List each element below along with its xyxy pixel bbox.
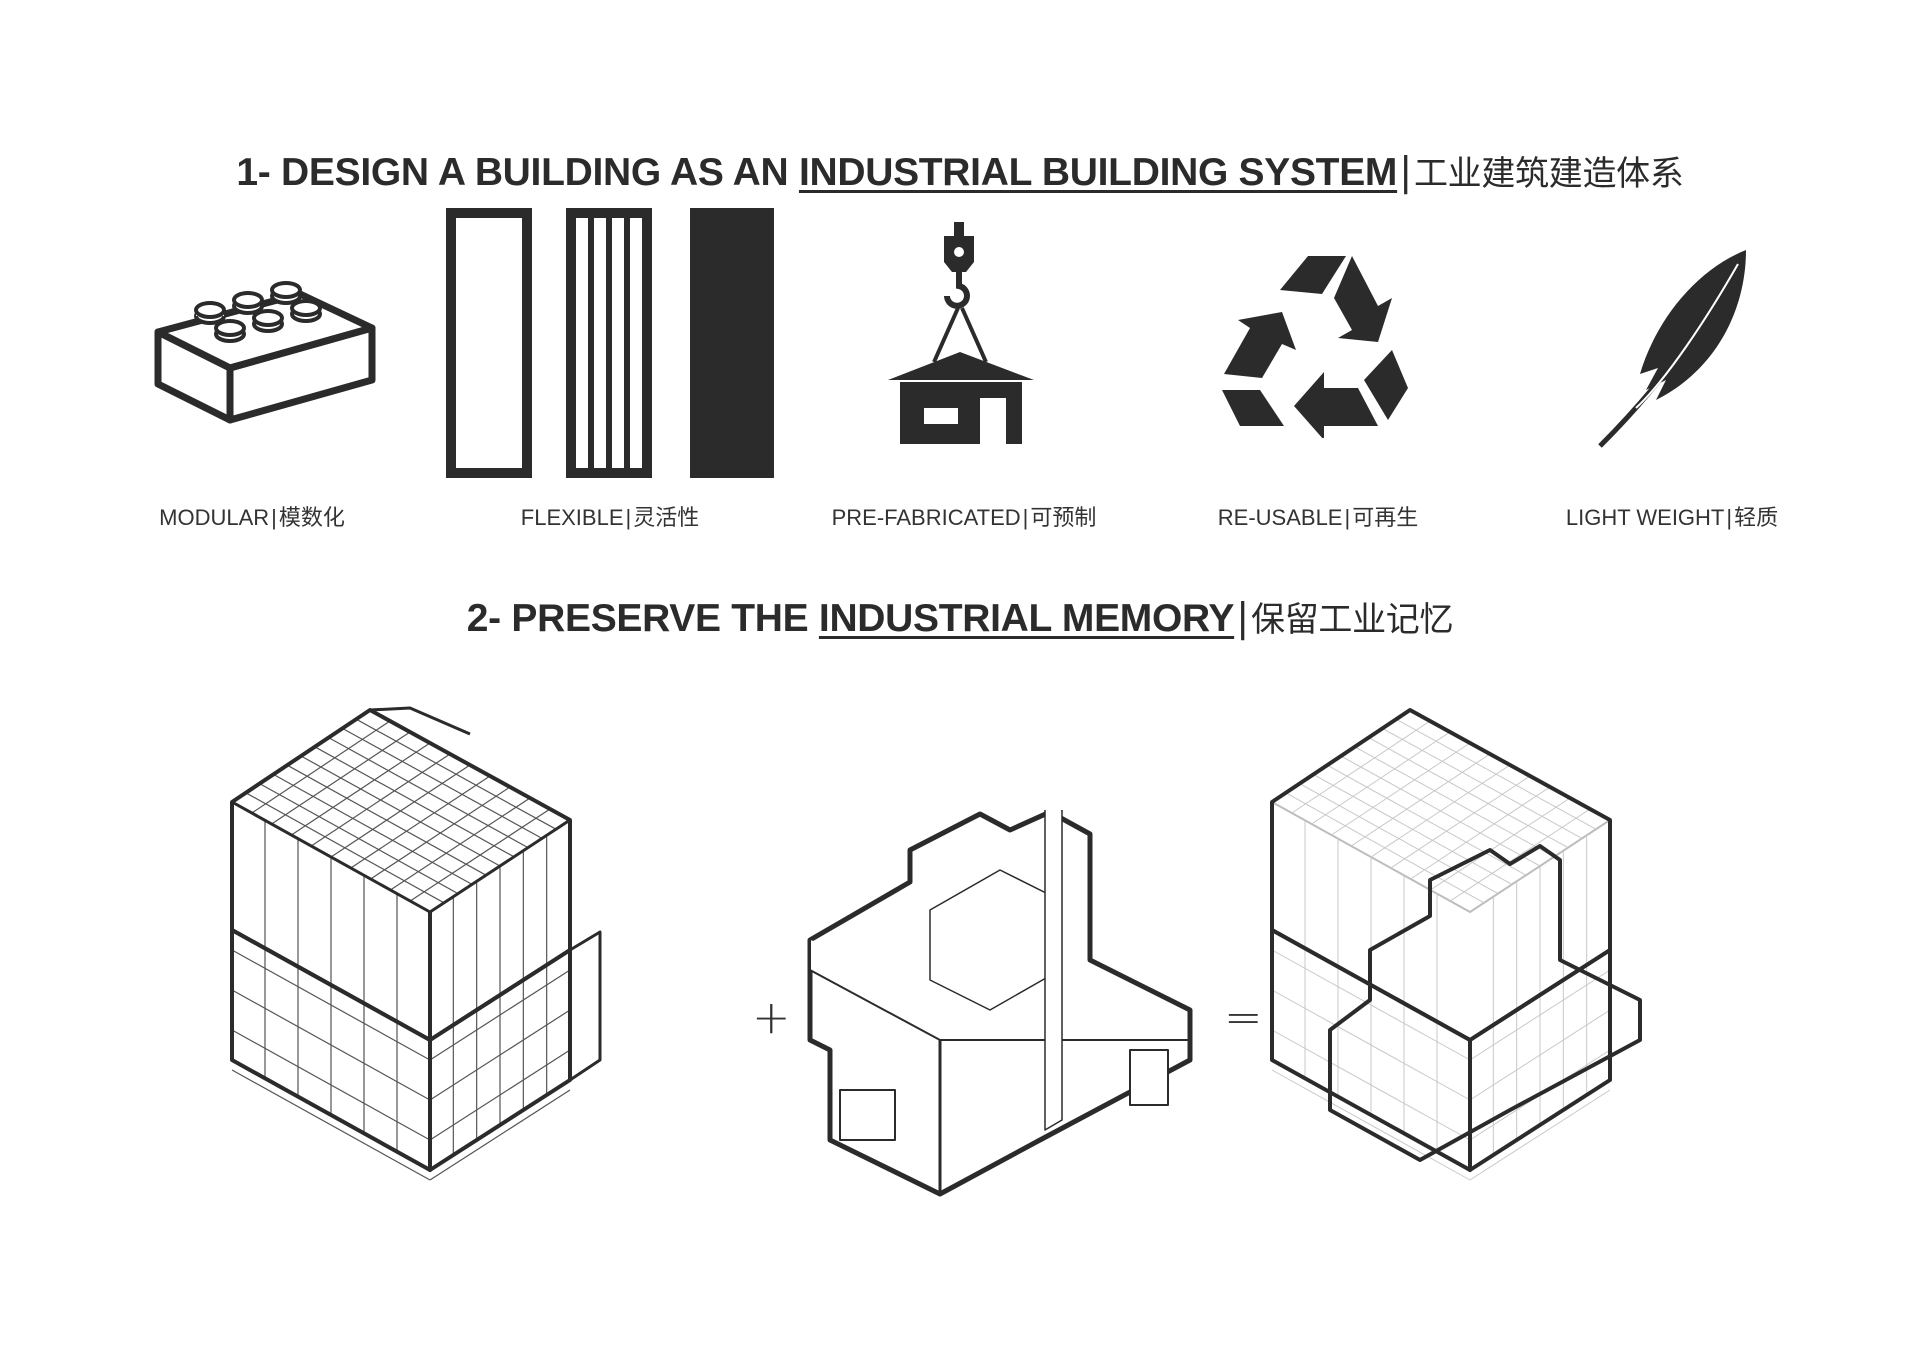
feature-label-light-weight: LIGHT WEIGHT|轻质 [1566,500,1778,532]
heading-separator: | [1236,596,1249,641]
feature-label-separator: | [1344,505,1351,530]
feature-label-chinese: 轻质 [1734,506,1779,531]
feature-label-separator: | [1726,505,1733,530]
heading-separator: | [1399,150,1412,195]
heading-lead: PRESERVE THE [511,597,809,640]
feature-label-flexible: FLEXIBLE|灵活性 [521,500,699,532]
feature-label-separator: | [271,505,277,530]
heading-emphasis: INDUSTRIAL BUILDING SYSTEM [798,151,1398,194]
feature-label-text: MODULAR [159,505,270,530]
feature-label-prefabricated: PRE-FABRICATED|可预制 [832,500,1097,532]
heading-industrial-memory: 2- PRESERVE THE INDUSTRIAL MEMORY|保留工业记忆 [0,592,1920,641]
feature-label-chinese: 灵活性 [633,506,700,531]
feature-label-text: RE-USABLE [1217,505,1343,530]
lego-brick-icon [154,281,376,424]
panels-icon [446,208,774,478]
feature-label-chinese: 可预制 [1030,506,1097,531]
combined-building-drawing [1270,708,1642,1181]
plus-operator: + [752,990,791,1044]
feature-label-chinese: 可再生 [1352,506,1419,531]
heading-chinese: 保留工业记忆 [1251,600,1454,640]
recycle-icon [1222,256,1408,438]
feature-label-separator: | [1022,505,1029,530]
feather-icon [1598,250,1746,448]
feature-label-reusable: RE-USABLE|可再生 [1218,500,1418,532]
feature-label-text: PRE-FABRICATED [831,505,1021,530]
massing-volume-drawing [807,810,1193,1197]
heading-chinese: 工业建筑建造体系 [1413,154,1684,194]
equals-operator: = [1224,990,1263,1044]
feature-label-separator: | [625,505,632,530]
heading-number: 2- [466,597,501,640]
heading-industrial-building-system: 1- DESIGN A BUILDING AS AN INDUSTRIAL BU… [0,146,1920,195]
feature-label-modular: MODULAR|模数化 [159,500,345,532]
heading-lead: DESIGN A BUILDING AS AN [281,151,789,194]
steel-frame-building-drawing [230,706,602,1181]
feature-label-chinese: 模数化 [278,506,345,531]
feature-label-text: FLEXIBLE [520,505,624,530]
feature-label-text: LIGHT WEIGHT [1565,505,1725,530]
crane-hook-house-icon [888,222,1034,444]
heading-emphasis: INDUSTRIAL MEMORY [818,597,1235,640]
heading-number: 1- [236,151,271,194]
